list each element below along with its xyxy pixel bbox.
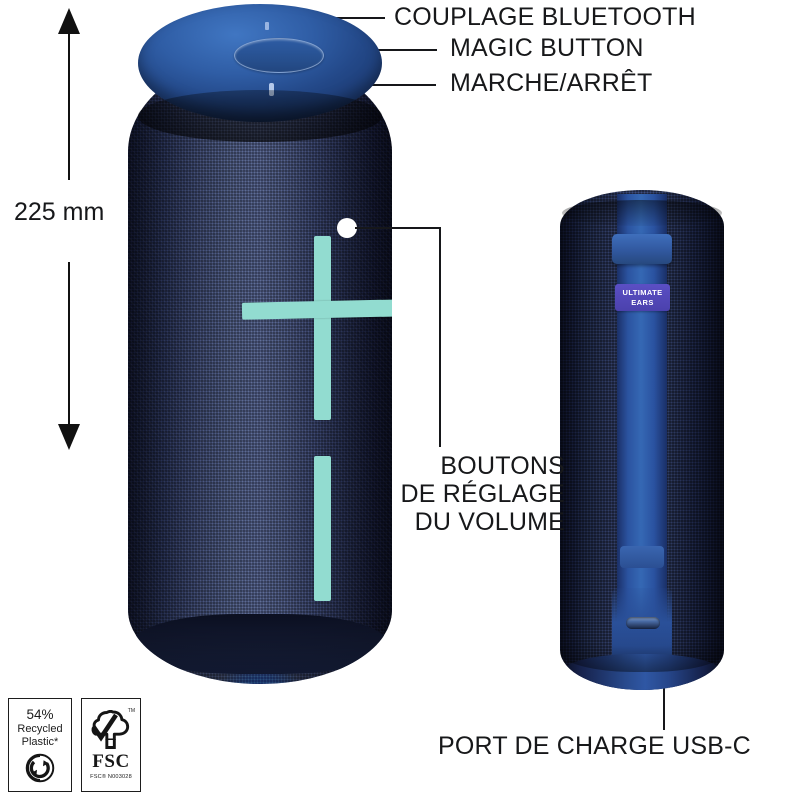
- fabric-mesh-diagonal: [128, 56, 392, 684]
- callout-leader-volume-vertical: [439, 227, 441, 447]
- speaker-rear-view: ULTIMATE EARS: [560, 190, 724, 690]
- recycled-percent: 54%: [26, 707, 54, 723]
- power-button[interactable]: [269, 83, 274, 96]
- fsc-tree-checkmark-icon: [91, 710, 130, 749]
- volume-buttons-graphic: [190, 196, 392, 616]
- ultimate-ears-logo: ULTIMATE EARS: [615, 284, 670, 311]
- fsc-licence-code: FSC® N003028: [90, 774, 132, 780]
- brand-line-1: ULTIMATE: [622, 288, 663, 297]
- callout-label-volume: BOUTONS DE RÉGLAGE DU VOLUME: [210, 452, 565, 536]
- callout-marker-volume: [337, 218, 357, 238]
- rear-bottom-shading: [560, 632, 724, 672]
- callout-label-volume-line3: DU VOLUME: [414, 508, 565, 536]
- recycled-badge-text: 54% Recycled Plastic*: [17, 707, 62, 749]
- volume-up-button[interactable]: [314, 236, 331, 420]
- rear-body-fabric: ULTIMATE EARS: [560, 190, 724, 690]
- speaker-front-view: [128, 4, 392, 684]
- rear-strip-tab: [612, 234, 672, 264]
- usb-c-port[interactable]: [626, 617, 660, 629]
- brand-line-2: EARS: [631, 297, 654, 307]
- magic-button[interactable]: [234, 38, 324, 73]
- dimension-arrow-up-icon: [58, 8, 80, 34]
- volume-down-button[interactable]: [314, 456, 331, 601]
- body-bottom-shading: [128, 594, 392, 684]
- callout-label-power: MARCHE/ARRÊT: [450, 69, 653, 97]
- dimension-label: 225 mm: [14, 198, 105, 226]
- fsc-trademark: TM: [127, 708, 135, 714]
- recycled-line-3: Plastic*: [21, 735, 59, 748]
- callout-leader-volume-horizontal: [355, 227, 441, 229]
- recycled-plastic-badge: 54% Recycled Plastic*: [8, 698, 72, 792]
- rear-bottom-rim: [560, 654, 724, 690]
- fsc-wordmark: FSC: [92, 751, 130, 772]
- recycled-line-2: Recycled: [17, 722, 63, 735]
- rear-top-shadow: [562, 200, 722, 226]
- dimension-line-lower: [68, 262, 70, 424]
- rear-lower-tab: [620, 546, 664, 568]
- callout-label-magic: MAGIC BUTTON: [450, 34, 644, 62]
- eco-badges: 54% Recycled Plastic* TM FSC FSC® N0030: [8, 698, 141, 792]
- bluetooth-button[interactable]: [265, 22, 269, 30]
- callout-label-bluetooth: COUPLAGE BLUETOOTH: [394, 3, 696, 31]
- callout-leader-usb: [663, 686, 665, 730]
- body-bottom-inner: [132, 614, 388, 674]
- top-cap-lip-shadow: [138, 90, 382, 142]
- callout-label-usb: PORT DE CHARGE USB-C: [438, 732, 751, 760]
- speaker-body-fabric: [128, 56, 392, 684]
- volume-up-button-crossbar[interactable]: [241, 299, 392, 320]
- fsc-badge: TM FSC FSC® N003028: [81, 698, 141, 792]
- dimension-arrow-down-icon: [58, 424, 80, 450]
- callout-label-volume-line2: DE RÉGLAGE: [400, 480, 565, 508]
- callout-label-volume-line1: BOUTONS: [440, 452, 565, 480]
- recycle-icon: [25, 753, 55, 783]
- dimension-line-upper: [68, 32, 70, 180]
- fabric-mesh-texture: [128, 56, 392, 684]
